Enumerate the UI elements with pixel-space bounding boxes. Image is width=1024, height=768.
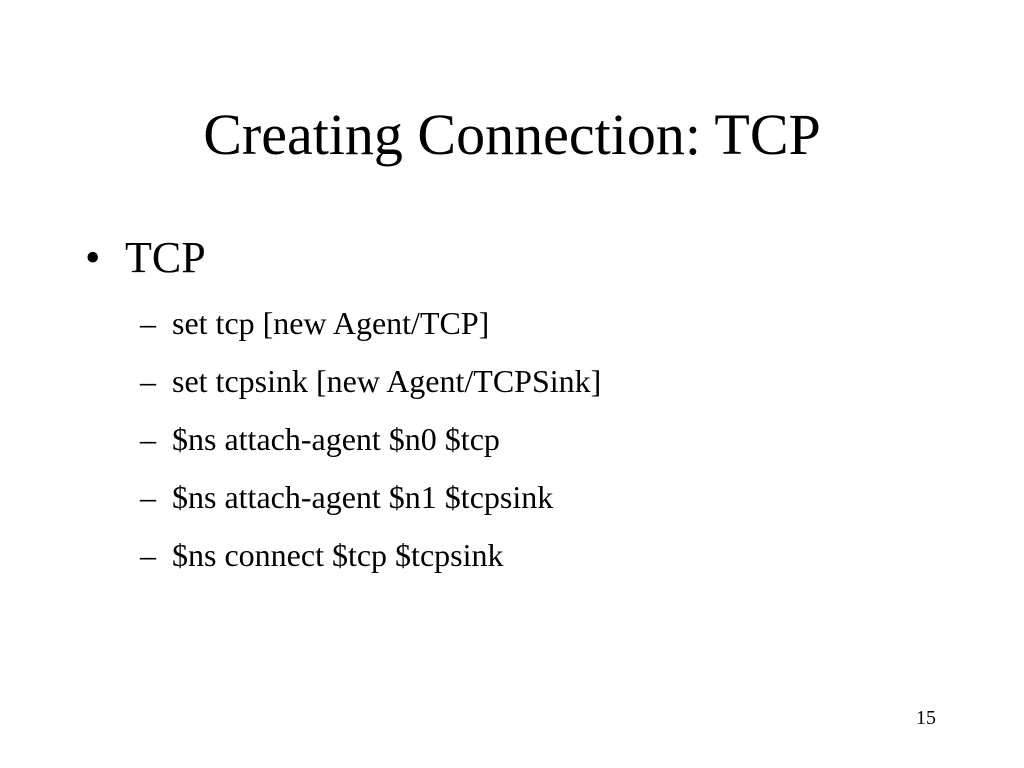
dash-marker: – [140, 305, 156, 341]
sub-bullet-text: $ns attach-agent $n1 $tcpsink [172, 479, 554, 515]
slide-title: Creating Connection: TCP [203, 102, 821, 167]
dash-marker: – [140, 363, 156, 399]
bullet-text: TCP [125, 233, 206, 282]
bullet-item-tcp: • TCP [85, 232, 206, 284]
sub-bullet-text: set tcp [new Agent/TCP] [172, 305, 490, 341]
page-number: 15 [916, 707, 936, 729]
sub-bullet-text: $ns connect $tcp $tcpsink [172, 537, 504, 573]
dash-marker: – [140, 421, 156, 457]
sub-bullet-list: –set tcp [new Agent/TCP] –set tcpsink [n… [140, 294, 601, 584]
bullet-marker: • [85, 233, 101, 282]
sub-bullet-text: set tcpsink [new Agent/TCPSink] [172, 363, 602, 399]
sub-bullet-item: –$ns connect $tcp $tcpsink [140, 526, 601, 584]
dash-marker: – [140, 537, 156, 573]
sub-bullet-item: –$ns attach-agent $n1 $tcpsink [140, 468, 601, 526]
sub-bullet-item: –set tcpsink [new Agent/TCPSink] [140, 352, 601, 410]
sub-bullet-item: –$ns attach-agent $n0 $tcp [140, 410, 601, 468]
dash-marker: – [140, 479, 156, 515]
sub-bullet-text: $ns attach-agent $n0 $tcp [172, 421, 500, 457]
sub-bullet-item: –set tcp [new Agent/TCP] [140, 294, 601, 352]
